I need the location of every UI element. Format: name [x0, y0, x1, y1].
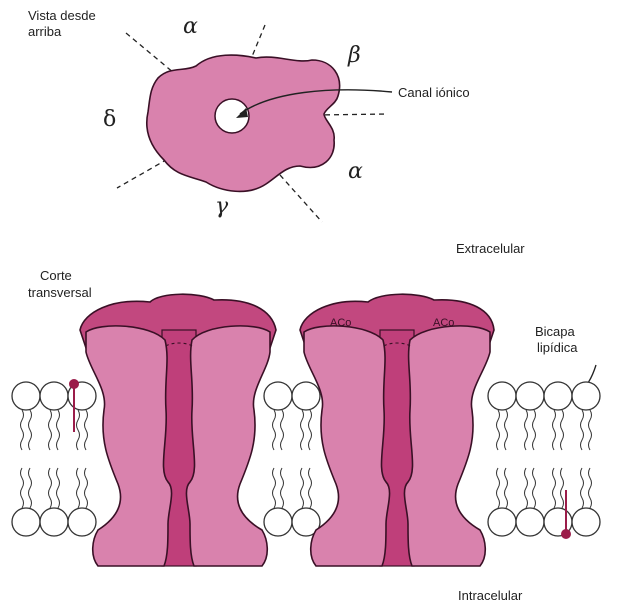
lipid-molecule-inner [516, 468, 544, 536]
subunit-alpha-top: α [183, 14, 198, 39]
subunit-left [86, 326, 172, 566]
intracellular-label: Intracelular [458, 588, 523, 603]
lipid-molecule-outer [12, 382, 40, 450]
receptor-cross-section-2: ACo ACo [300, 294, 494, 566]
lipid-molecule-inner [544, 468, 572, 536]
lipid-molecule-outer [516, 382, 544, 450]
lipid-molecule-inner [488, 468, 516, 536]
lipid-molecule-outer [264, 382, 292, 450]
subunit-gamma: γ [215, 194, 229, 219]
lipid-bilayer [12, 382, 600, 536]
lipid-molecule-outer [40, 382, 68, 450]
top-view-diagram: α β α γ δ Vista desde arriba Canal iónic… [28, 8, 470, 222]
subunit-alpha-right: α [348, 159, 363, 184]
lipid-molecule-outer [544, 382, 572, 450]
extracellular-label: Extracelular [456, 241, 525, 256]
subunit-beta: β [347, 43, 361, 68]
subunit-delta: δ [103, 107, 116, 132]
ion-channel-label: Canal iónico [398, 85, 470, 100]
cross-section-label: Corte transversal [28, 268, 92, 300]
lipid-molecule-inner [40, 468, 68, 536]
receptor-cross-section-1 [80, 294, 276, 566]
lipid-molecule-outer [572, 382, 600, 450]
lipid-molecule-outer [292, 382, 320, 450]
lipid-molecule-inner [68, 468, 96, 536]
lipid-molecule-outer [488, 382, 516, 450]
lipid-molecule-inner [264, 468, 292, 536]
lipid-molecule-inner [572, 468, 600, 536]
lipid-bilayer-label: Bicapa lipídica [535, 324, 578, 355]
subunit-right [186, 326, 270, 566]
top-view-label: Vista desde arriba [28, 8, 99, 39]
ach-binding-site-left: ACo [330, 317, 351, 329]
lipid-molecule-inner [12, 468, 40, 536]
lipid-molecule-inner [292, 468, 320, 536]
subunit-left [304, 326, 390, 566]
lipid-molecule-outer [68, 382, 96, 450]
subunit-right [404, 326, 490, 566]
ach-binding-site-right: ACo [433, 317, 454, 329]
